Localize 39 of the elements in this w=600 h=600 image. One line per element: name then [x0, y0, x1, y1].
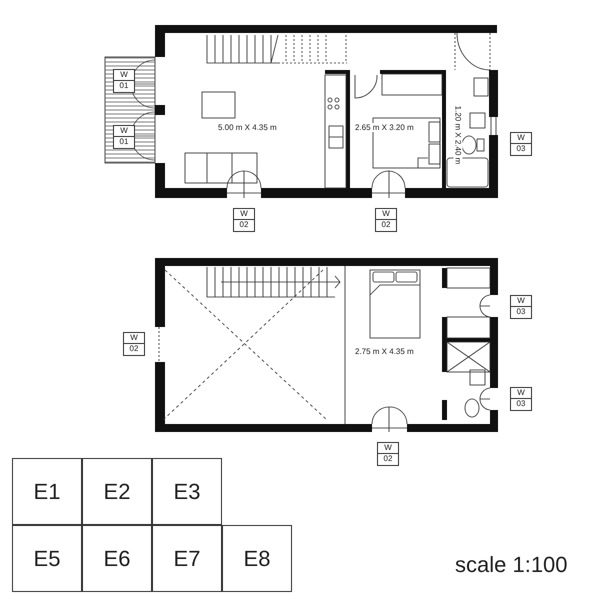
tag-letter: W: [120, 126, 128, 136]
window-tag: [375, 208, 397, 232]
tag-number: 01: [114, 136, 134, 147]
tag-number: 03: [511, 398, 531, 409]
tag-number: 02: [234, 219, 254, 230]
window-tag: [233, 208, 255, 232]
window-tag: [377, 442, 399, 466]
window-tag: [510, 295, 532, 319]
scale-note: scale 1:100: [455, 552, 568, 578]
window-tag: [113, 125, 135, 149]
tag-letter: W: [517, 133, 525, 143]
grid-cell: E3: [152, 458, 222, 525]
tag-number: 03: [511, 143, 531, 154]
tag-letter: W: [130, 333, 138, 343]
grid-cell: E6: [82, 525, 152, 592]
room-dimension: 2.65 m X 3.20 m: [355, 123, 414, 132]
window-tag: [510, 132, 532, 156]
tag-letter: W: [517, 388, 525, 398]
room-dimension: 5.00 m X 4.35 m: [218, 123, 277, 132]
tag-number: 02: [376, 219, 396, 230]
tag-number: 02: [124, 343, 144, 354]
window-tag: [510, 387, 532, 411]
tag-number: 02: [378, 453, 398, 464]
tag-number: 03: [511, 306, 531, 317]
room-dimension: 2.75 m X 4.35 m: [355, 347, 414, 356]
window-tag: [113, 69, 135, 93]
tag-letter: W: [120, 70, 128, 80]
grid-cell: E7: [152, 525, 222, 592]
grid-cell: E1: [12, 458, 82, 525]
grid-cell: E2: [82, 458, 152, 525]
tag-letter: W: [382, 209, 390, 219]
tag-letter: W: [384, 443, 392, 453]
tag-number: 01: [114, 80, 134, 91]
window-tag: [123, 332, 145, 356]
tag-letter: W: [517, 296, 525, 306]
grid-cell: E5: [12, 525, 82, 592]
grid-cell: E8: [222, 525, 292, 592]
tag-letter: W: [240, 209, 248, 219]
room-dimension: 1.20 m X 2.40 m: [454, 106, 462, 164]
